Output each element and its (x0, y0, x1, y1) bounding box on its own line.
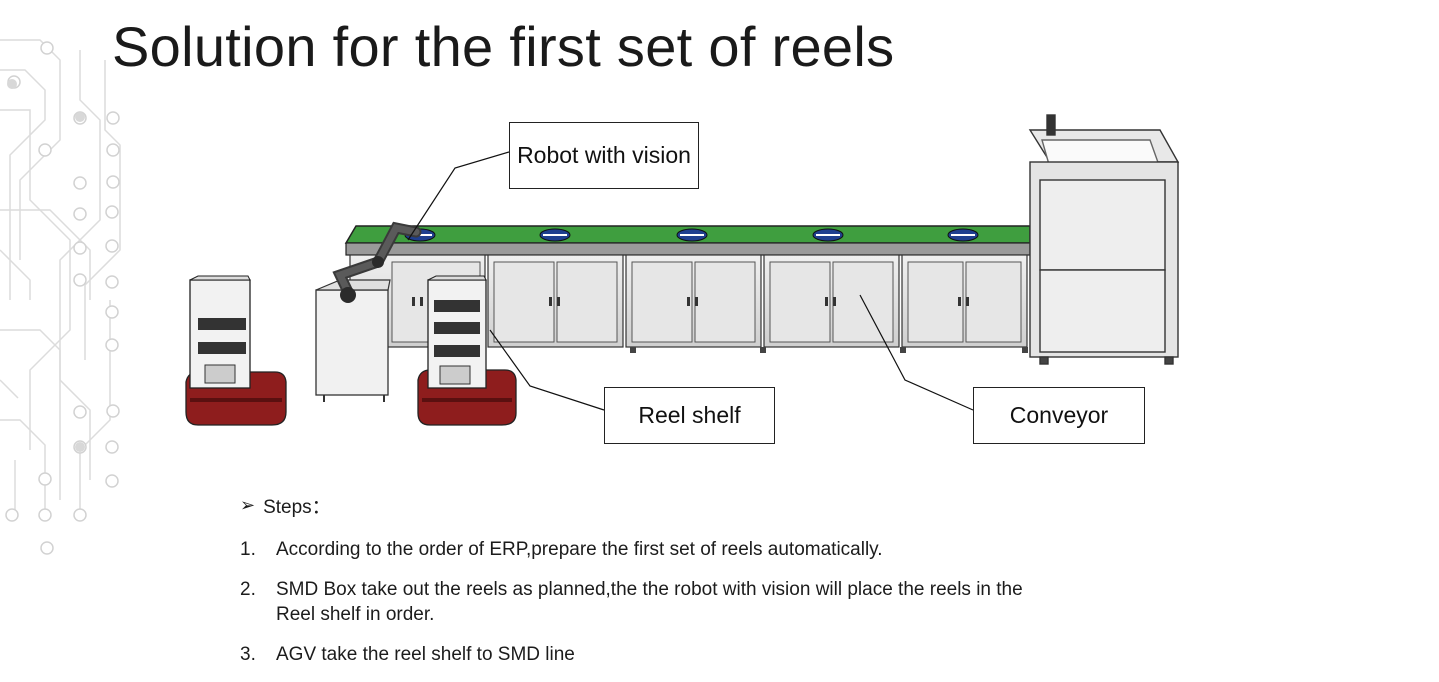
callout-conveyor: Conveyor (973, 387, 1145, 444)
step-number: 1. (240, 539, 256, 560)
list-item: 1. According to the order of ERP,prepare… (240, 537, 1046, 563)
slide-title: Solution for the first set of reels (112, 15, 895, 78)
agv-with-shelf-middle (417, 275, 517, 426)
reel-icons (404, 228, 979, 242)
step-text: AGV take the reel shelf to SMD line (276, 643, 575, 665)
circuit-decoration (0, 39, 121, 555)
step-text: According to the order of ERP,prepare th… (276, 539, 883, 560)
step-number: 3. (240, 643, 256, 665)
steps-heading: ➢ Steps： (240, 492, 1046, 519)
agv-with-shelf-left (185, 275, 287, 426)
list-item: 2. SMD Box take out the reels as planned… (240, 577, 1046, 628)
callout-robot-with-vision: Robot with vision (509, 122, 699, 189)
step-text: SMD Box take out the reels as planned,th… (276, 578, 1023, 626)
arrow-bullet-icon: ➢ (240, 495, 256, 515)
smd-box-tower (1028, 114, 1180, 365)
steps-heading-label: Steps： (263, 497, 331, 518)
steps-list: 1. According to the order of ERP,prepare… (240, 537, 1046, 668)
callout-leaders (407, 151, 974, 411)
step-number: 2. (240, 578, 256, 600)
callout-reel-shelf: Reel shelf (604, 387, 775, 444)
steps-section: ➢ Steps： 1. According to the order of ER… (240, 492, 1046, 682)
list-item: 3. AGV take the reel shelf to SMD line (240, 642, 1046, 668)
robot-arm (315, 221, 422, 402)
